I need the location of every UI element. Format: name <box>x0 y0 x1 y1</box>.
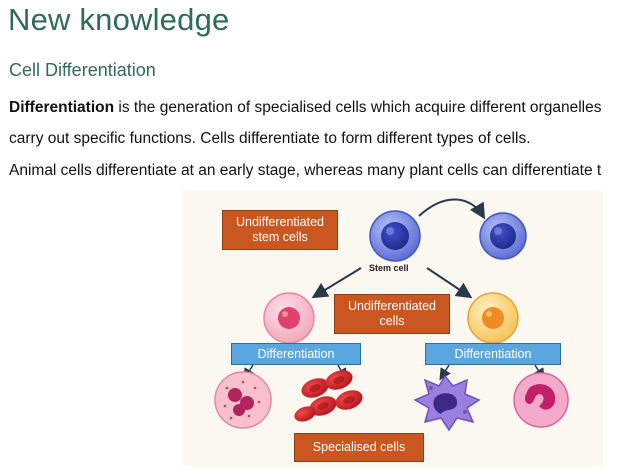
definition-term: Differentiation <box>9 99 115 116</box>
section-subtitle: Cell Differentiation <box>9 60 156 80</box>
macrophage-cell-icon <box>413 374 481 432</box>
label-differentiation-right: Differentiation <box>425 343 561 365</box>
self-renewal-arrow <box>418 198 486 220</box>
yellow-progenitor-cell-icon <box>467 292 519 344</box>
label-undifferentiated-stem-cells: Undifferentiated stem cells <box>222 210 338 250</box>
white-blood-cell-icon <box>513 372 569 428</box>
granulocyte-cell-icon <box>214 371 272 429</box>
label-undifferentiated-cells: Undifferentiated cells <box>334 294 450 334</box>
arrow-to-pink-cell <box>311 267 362 299</box>
pink-progenitor-cell-icon <box>263 292 315 344</box>
paragraph-definition: Differentiation is the generation of spe… <box>9 99 625 117</box>
arrow-to-yellow-cell <box>426 267 473 299</box>
label-differentiation-left: Differentiation <box>231 343 361 365</box>
arrow-down-right-1 <box>439 364 451 381</box>
stem-cell-icon <box>369 210 421 262</box>
diagram-graphics <box>214 198 569 432</box>
label-stem-cell: Stem cell <box>369 263 409 273</box>
definition-text: is the generation of specialised cells w… <box>114 99 602 116</box>
stem-cell-copy-icon <box>479 212 527 260</box>
differentiation-diagram: Undifferentiated stem cells Stem cell Un… <box>183 190 603 466</box>
label-specialised-cells: Specialised cells <box>294 433 424 462</box>
paragraph-functions: carry out specific functions. Cells diff… <box>9 130 531 147</box>
paragraph-animal-plant: Animal cells differentiate at an early s… <box>9 162 602 179</box>
page-title: New knowledge <box>8 2 230 37</box>
red-blood-cells-icon <box>294 370 363 422</box>
